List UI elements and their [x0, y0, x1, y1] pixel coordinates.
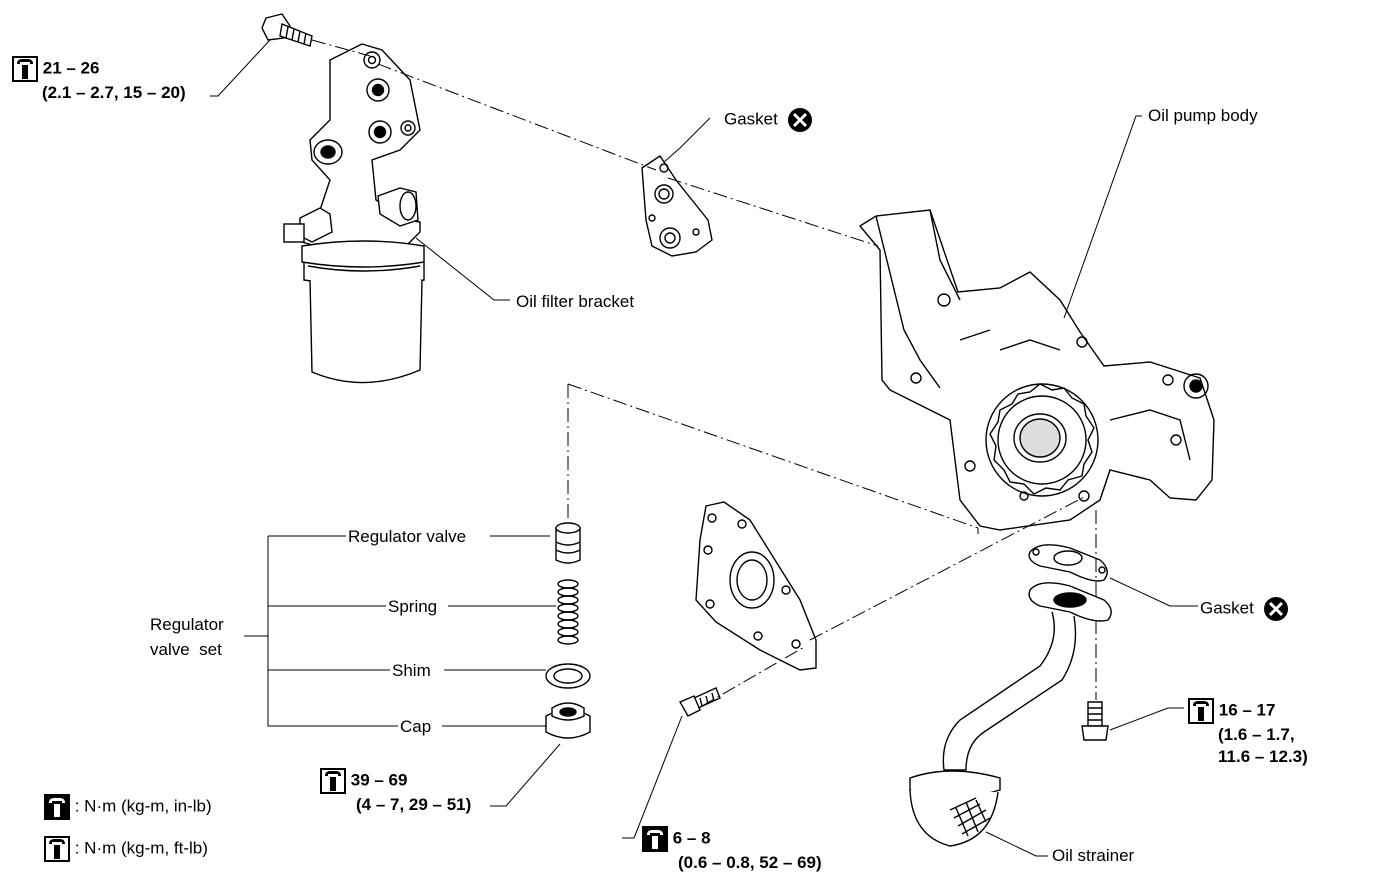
legend-in-lb-text: : N·m (kg-m, in-lb) [74, 796, 212, 816]
torque-wrench-ft-lb-icon [320, 768, 346, 794]
torque-cap: 39 – 69 (4 – 7, 29 – 51) [320, 768, 471, 816]
torque-cover-screw: 6 – 8 (0.6 – 0.8, 52 – 69) [642, 826, 822, 874]
torque-wrench-ft-lb-icon [1188, 698, 1214, 724]
regulator-valve-part [555, 522, 581, 564]
spring-part [557, 579, 579, 645]
shim-part [545, 663, 591, 689]
torque-wrench-in-lb-icon [44, 794, 70, 820]
torque-strainer-bolt-imperial-2: 11.6 – 12.3) [1218, 747, 1308, 766]
oil-filter-bracket-label: Oil filter bracket [514, 292, 637, 312]
regulator-valve-label: Regulator valve [346, 527, 469, 547]
torque-filter-bolt-value: 21 – 26 [42, 58, 100, 78]
regulator-valve-set-line2: valve set [150, 640, 222, 659]
regulator-valve-set-label: Regulator valve set [148, 612, 226, 662]
do-not-reuse-icon [787, 108, 812, 132]
oil-pump-body-label: Oil pump body [1146, 106, 1260, 126]
gasket-top-part [641, 155, 713, 257]
torque-cap-value: 39 – 69 [350, 770, 408, 790]
regulator-cover-part [695, 501, 817, 671]
torque-cap-imperial: (4 – 7, 29 – 51) [356, 795, 472, 814]
oil-pump-body-part [858, 209, 1215, 531]
oil-filter-bracket [283, 43, 425, 384]
torque-cover-screw-imperial: (0.6 – 0.8, 52 – 69) [678, 853, 822, 872]
regulator-valve-set-line1: Regulator [150, 615, 224, 634]
legend-ft-lb-text: : N·m (kg-m, ft-lb) [74, 838, 208, 858]
gasket-top-label: Gasket [722, 107, 815, 133]
torque-filter-bolt-imperial: (2.1 – 2.7, 15 – 20) [42, 83, 186, 102]
leader-lines [210, 39, 1198, 857]
oil-strainer-part [909, 582, 1112, 847]
shim-label: Shim [390, 661, 433, 681]
torque-filter-bolt: 21 – 26 (2.1 – 2.7, 15 – 20) [12, 56, 186, 104]
bracket-bolt [261, 13, 313, 47]
torque-cover-screw-value: 6 – 8 [672, 828, 711, 848]
strainer-bolt-part [1081, 701, 1109, 741]
oil-strainer-label: Oil strainer [1050, 846, 1137, 866]
cover-screw-part [679, 687, 721, 717]
gasket-right-part [1028, 544, 1108, 582]
torque-wrench-ft-lb-icon [44, 836, 70, 862]
torque-strainer-bolt-value: 16 – 17 [1218, 700, 1276, 720]
torque-wrench-ft-lb-icon [12, 56, 38, 82]
torque-strainer-bolt-imperial-1: (1.6 – 1.7, [1218, 725, 1295, 744]
legend-in-lb: : N·m (kg-m, in-lb) [44, 794, 212, 820]
torque-strainer-bolt: 16 – 17 (1.6 – 1.7, 11.6 – 12.3) [1188, 698, 1308, 768]
spring-label: Spring [386, 597, 440, 617]
assembly-lines [311, 39, 1097, 707]
cap-label: Cap [398, 717, 434, 737]
cap-part [545, 702, 591, 739]
gasket-right-label: Gasket [1198, 596, 1291, 622]
legend-ft-lb: : N·m (kg-m, ft-lb) [44, 836, 208, 862]
torque-wrench-in-lb-icon [642, 826, 668, 852]
do-not-reuse-icon [1263, 597, 1288, 621]
